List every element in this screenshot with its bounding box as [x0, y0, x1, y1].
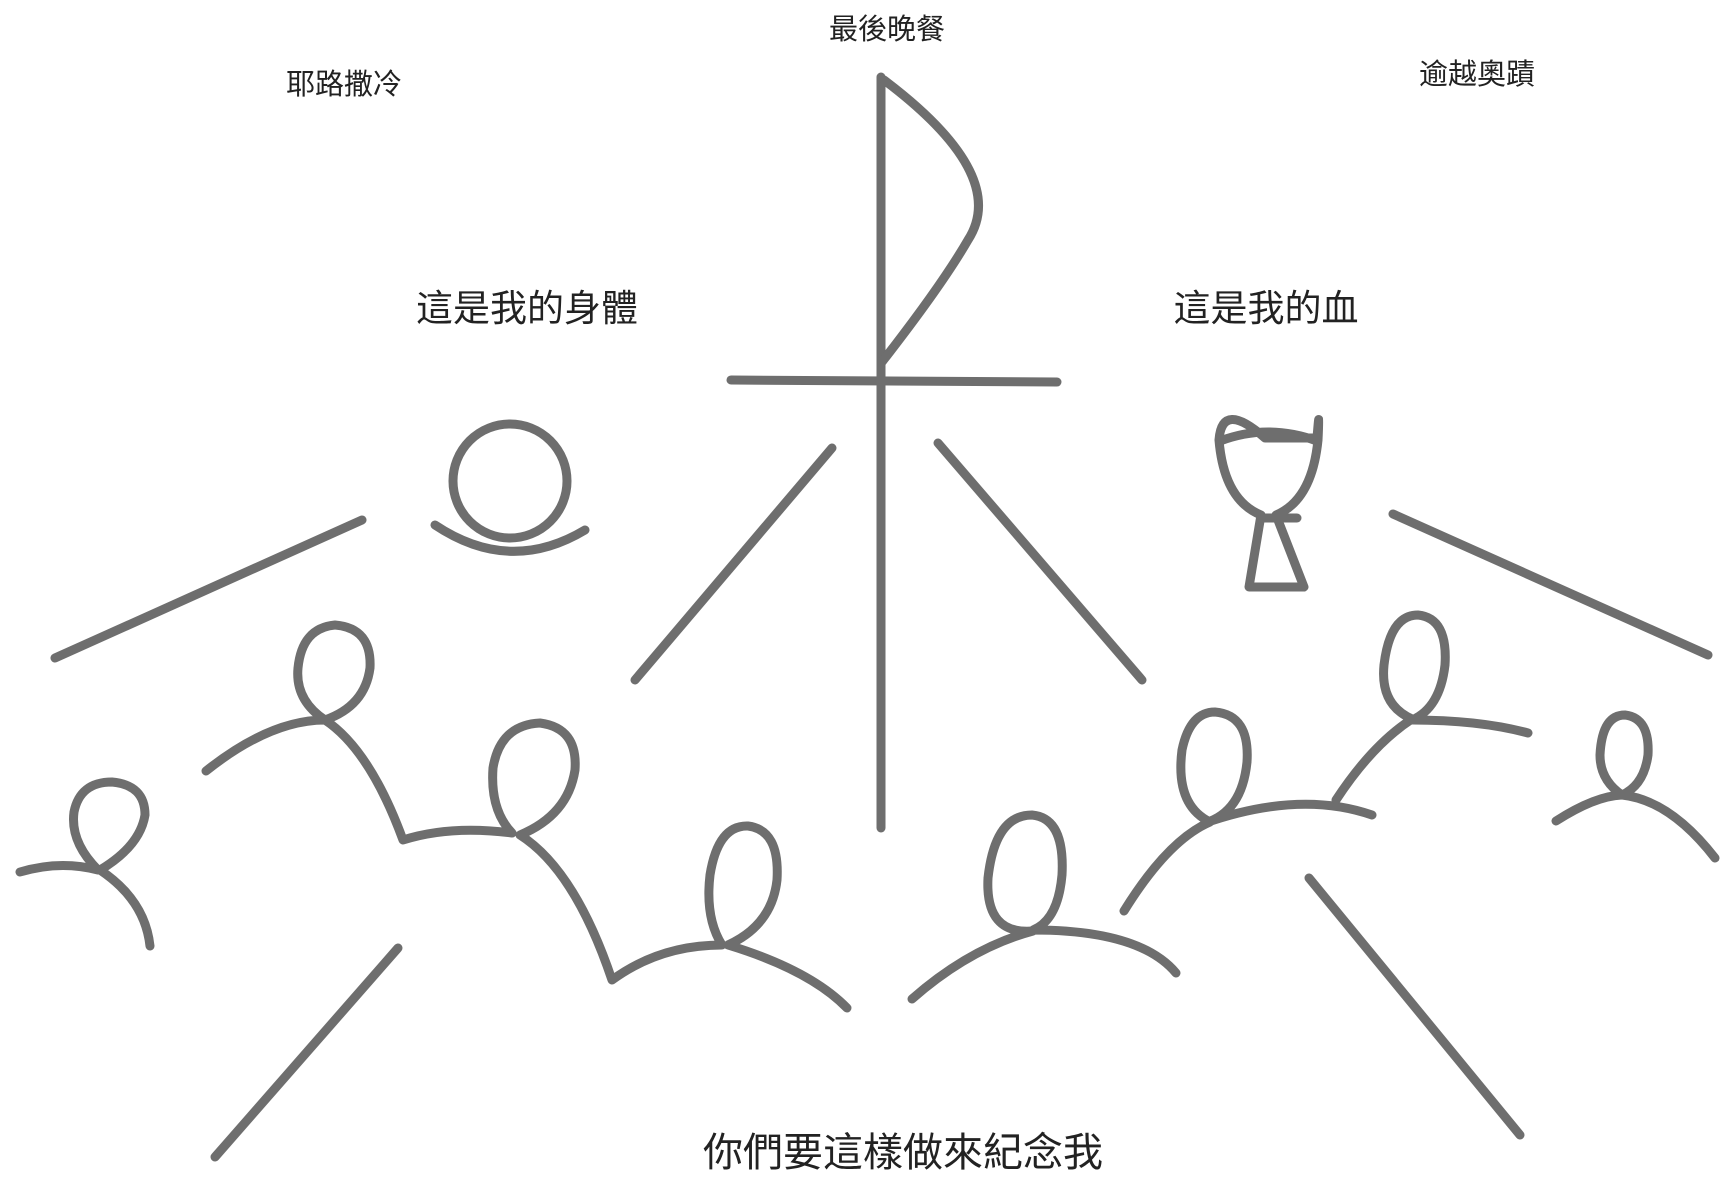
disciple-figure-icon — [1551, 710, 1720, 863]
disciples-left — [15, 620, 852, 1013]
disciple-figure-icon — [15, 777, 155, 951]
label-paschal-mystery: 逾越奧蹟 — [1418, 57, 1536, 91]
disciple-figure-icon — [1119, 707, 1377, 916]
caption-this-is-my-body: 這是我的身體 — [416, 287, 638, 330]
rho-loop — [877, 75, 983, 367]
disciples-right — [907, 610, 1720, 1004]
chi-rho-cross-icon — [726, 72, 1062, 833]
radiating-lines — [50, 438, 1713, 1162]
chalice-icon — [1214, 415, 1324, 592]
host-bread-icon — [430, 419, 590, 556]
caption-this-is-my-blood: 這是我的血 — [1173, 287, 1359, 330]
caption-do-this-in-memory: 你們要這樣做來紀念我 — [703, 1130, 1103, 1176]
disciple-figure-icon — [201, 620, 852, 1013]
title-last-supper: 最後晚餐 — [828, 12, 946, 46]
label-jerusalem: 耶路撒冷 — [285, 67, 403, 101]
disciple-figure-icon — [907, 810, 1181, 1004]
disciple-figure-icon — [1331, 610, 1533, 805]
cross-horizontal-beam — [726, 375, 1062, 387]
